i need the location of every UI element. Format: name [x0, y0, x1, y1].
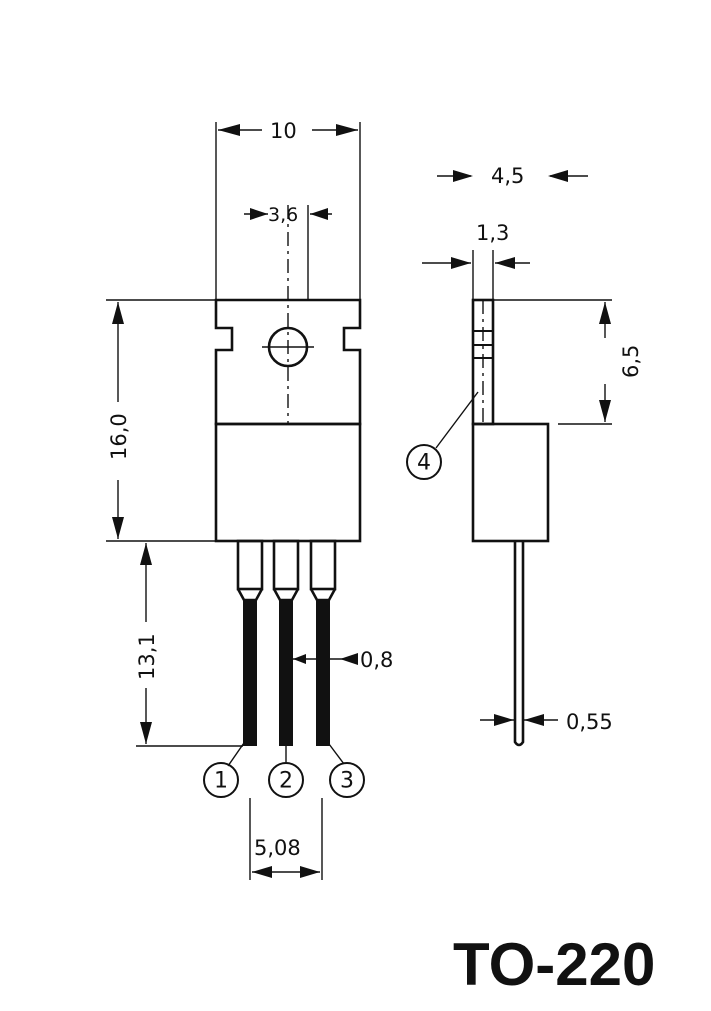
- lead-1: [243, 600, 257, 746]
- dim-body-height-label: 16,0: [107, 413, 131, 460]
- dim-lead-length-label: 13,1: [135, 633, 159, 680]
- dim-lead-width-label: 0,8: [360, 648, 393, 672]
- pin-callouts: 1 2 3: [203, 739, 365, 798]
- pin-4-label: 4: [417, 451, 431, 476]
- dim-lead-pitch: 5,08: [249, 798, 323, 880]
- pin-2-label: 2: [279, 769, 293, 794]
- pin-4-callout: 4: [406, 391, 479, 480]
- lead-1-taper: [236, 588, 264, 602]
- front-body-outline: [214, 422, 362, 543]
- dim-lead-thickness: 0,55: [480, 710, 613, 734]
- dim-lead-width: 0,8: [293, 648, 393, 672]
- dim-width-total-label: 10: [270, 119, 297, 143]
- side-view: [471, 298, 550, 747]
- lead-2-taper: [272, 588, 300, 602]
- lead-1-shoulder: [236, 539, 264, 591]
- dim-hole-offset: 3,6: [244, 204, 332, 300]
- dim-depth-total-label: 4,5: [491, 164, 524, 188]
- dim-lead-pitch-label: 5,08: [254, 836, 301, 860]
- dim-lead-thickness-label: 0,55: [566, 710, 613, 734]
- dim-width-total: 10: [215, 119, 361, 300]
- dim-tab-height-label: 6,5: [619, 345, 643, 378]
- lead-3-shoulder: [309, 539, 337, 591]
- side-body-outline: [471, 422, 550, 543]
- front-view: [214, 205, 362, 746]
- lead-2-shoulder: [272, 539, 300, 591]
- lead-3-taper: [309, 588, 337, 602]
- dim-lead-length: 13,1: [135, 543, 243, 747]
- dim-body-height: 16,0: [106, 299, 216, 542]
- pin-3-label: 3: [340, 769, 354, 794]
- dim-tab-thickness: 1,3: [422, 221, 530, 300]
- side-lead: [513, 541, 525, 747]
- dim-depth-total: 4,5: [437, 164, 588, 188]
- dim-tab-thickness-label: 1,3: [476, 221, 509, 245]
- package-name: TO-220: [453, 931, 655, 998]
- lead-3: [316, 600, 330, 746]
- pin-1-label: 1: [214, 769, 228, 794]
- dim-hole-offset-label: 3,6: [268, 204, 298, 226]
- dim-tab-height: 6,5: [493, 299, 643, 425]
- lead-2: [279, 600, 293, 746]
